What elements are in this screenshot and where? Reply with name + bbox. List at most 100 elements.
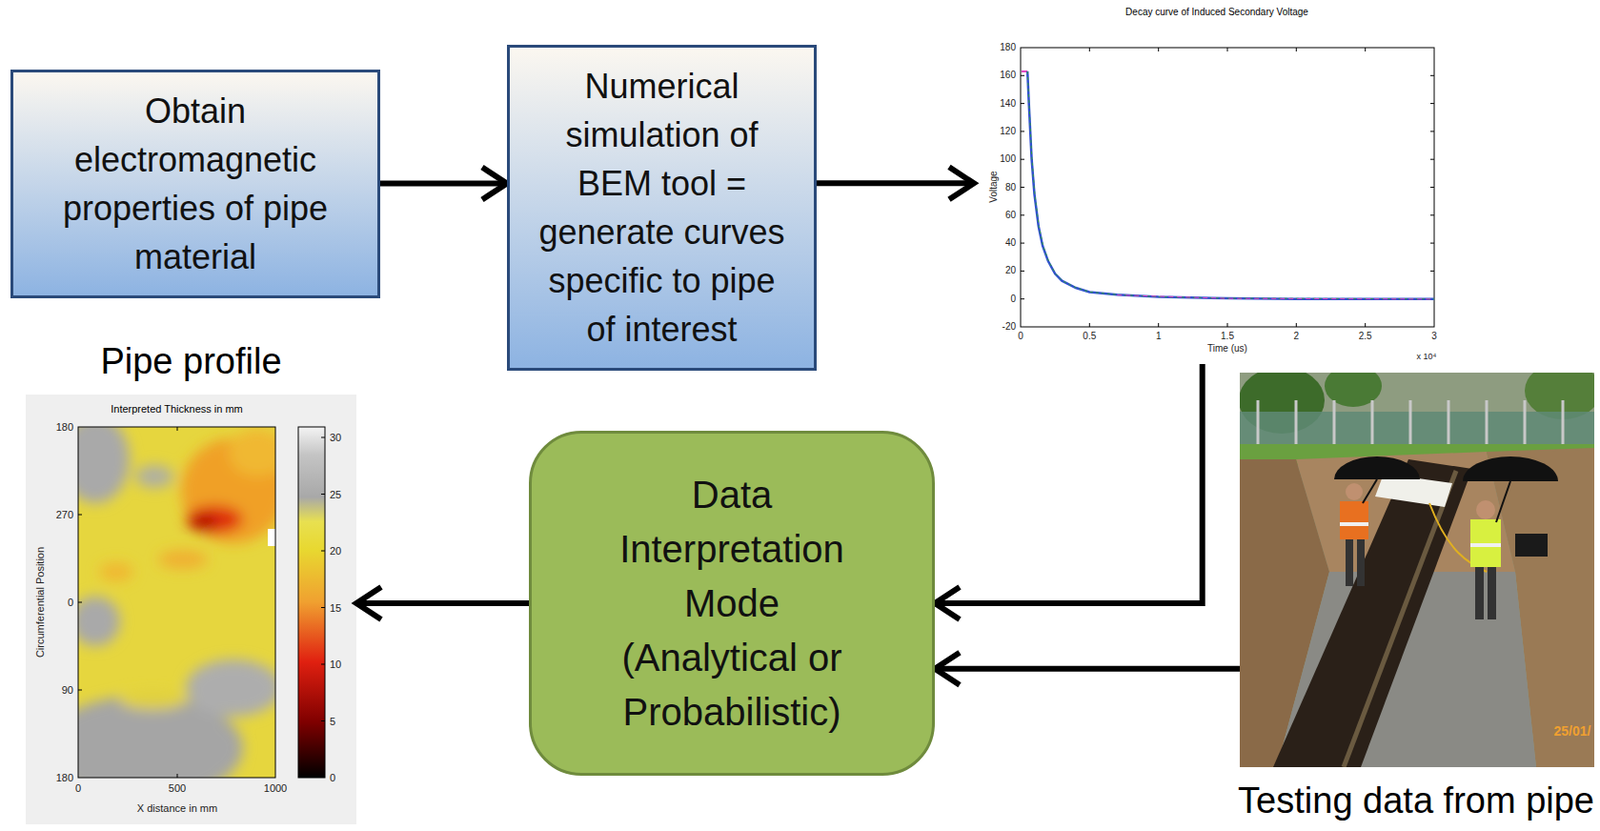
axis-label: 10: [329, 659, 342, 670]
connector-line: [816, 180, 971, 186]
axis-label: 5: [329, 715, 336, 727]
axis-label: 80: [1005, 182, 1016, 193]
fence-post: [1257, 400, 1563, 450]
axis-ticks: [1020, 47, 1435, 327]
connector-line: [938, 364, 1203, 604]
axis-label: -20: [1002, 322, 1016, 332]
axis-label: 20: [329, 546, 342, 557]
figure-caption: Testing data from pipe: [1237, 780, 1595, 823]
axis-label: 15: [329, 602, 342, 613]
text-stack: Data Interpretation Mode (Analytical or …: [607, 467, 857, 740]
pipe: [1273, 459, 1473, 768]
connector-line: [938, 666, 1240, 672]
thickness-map: [25, 394, 357, 825]
plot-frame: [1020, 47, 1435, 327]
umbrella: [1334, 456, 1420, 480]
axis-label: 160: [999, 70, 1016, 81]
process-box: Obtain electromagnetic properties of pip…: [10, 69, 381, 299]
arrow-head: [949, 166, 974, 200]
color-bar: [298, 426, 325, 778]
axis-label: 0: [329, 772, 336, 784]
arrow-head: [356, 587, 382, 620]
worker-head: [1476, 500, 1496, 520]
axis-label: 30: [329, 432, 342, 444]
no-data-notch: [267, 528, 276, 547]
axis-label: 1.5: [1220, 331, 1235, 342]
fence: [1239, 411, 1595, 448]
axis-label: 2.5: [1358, 331, 1373, 342]
axis-label: 180: [56, 772, 74, 784]
test-equipment: [1515, 533, 1548, 557]
heat-blob: [78, 596, 121, 647]
site-photo: [1239, 372, 1595, 768]
arrow-head: [934, 587, 960, 620]
axis-label: 20: [1005, 265, 1016, 276]
flow-arrow: [816, 166, 974, 200]
figure-heading: Pipe profile: [25, 341, 357, 384]
worker-leg: [1487, 562, 1497, 620]
axis-label: 140: [999, 99, 1016, 109]
axis-label: X distance in mm: [137, 803, 218, 814]
axis-label: x 10⁴: [1417, 352, 1438, 362]
heat-blob: [135, 465, 174, 488]
plot-frame: [78, 426, 276, 778]
axis-label: 500: [168, 783, 186, 794]
axis-label: 180: [56, 422, 74, 433]
axis-label: 3: [1431, 331, 1438, 342]
heat-blob: [158, 549, 208, 569]
arrow-head: [934, 652, 960, 686]
flow-arrow: [356, 587, 529, 620]
chart-title: Decay curve of Induced Secondary Voltage: [973, 6, 1460, 19]
axis-label: 100: [999, 154, 1016, 164]
axis-label: Time (us): [1207, 344, 1248, 354]
text-stack: Numerical simulation of BEM tool = gener…: [531, 61, 793, 354]
photo-figure: Testing data from pipe: [1239, 372, 1595, 768]
axis-ticks: [78, 426, 178, 778]
worker-vest: [1339, 501, 1369, 540]
text-stack: Obtain electromagnetic properties of pip…: [46, 86, 345, 282]
axis-label: 120: [999, 126, 1016, 137]
process-box: Numerical simulation of BEM tool = gener…: [506, 44, 817, 371]
flow-arrow: [934, 652, 1240, 686]
connector-line: [360, 600, 529, 607]
worker-leg: [1475, 562, 1484, 620]
heat-blob: [185, 659, 276, 717]
heat-blob: [190, 514, 218, 530]
axis-label: 25/01/: [1554, 724, 1592, 738]
worker-head: [1345, 483, 1363, 501]
axis-label: 1: [1155, 331, 1162, 342]
axis-label: 25: [329, 488, 342, 500]
axis-label: 1000: [263, 783, 287, 794]
axis-label: 0.5: [1082, 331, 1096, 342]
worker-leg: [1356, 533, 1365, 587]
flow-arrow: [380, 167, 507, 201]
heat-blob: [99, 562, 134, 582]
umbrella: [1462, 456, 1559, 482]
axis-label: 40: [1005, 238, 1016, 248]
axis-label: 0: [75, 783, 82, 794]
heat-blob: [228, 428, 276, 477]
flow-arrow: [934, 364, 1203, 620]
node-text: Data Interpretation Mode (Analytical or …: [607, 467, 857, 740]
axis-label: 0: [67, 597, 74, 608]
axis-label: Voltage: [989, 170, 999, 203]
node-text: Numerical simulation of BEM tool = gener…: [531, 61, 793, 354]
mode-box: Data Interpretation Mode (Analytical or …: [528, 430, 935, 776]
heat-blob: [78, 426, 130, 504]
map-figure: Pipe profileInterpreted Thickness in mm: [25, 394, 357, 825]
photo-ground: [1239, 372, 1595, 768]
axis-label: 0: [1017, 331, 1024, 342]
worker-leg: [1345, 533, 1354, 587]
decay-chart: [1020, 47, 1435, 327]
axis-label: Circumferential Position: [35, 546, 46, 658]
figure-panel: [25, 394, 357, 825]
connector-line: [380, 181, 504, 187]
arrow-head: [482, 167, 507, 201]
node-text: Obtain electromagnetic properties of pip…: [46, 86, 345, 282]
axis-label: 180: [999, 42, 1016, 53]
chart-figure: Decay curve of Induced Secondary Voltage: [973, 3, 1460, 365]
axis-label: 270: [56, 509, 74, 521]
worker-vest: [1470, 519, 1501, 568]
heat-blob: [119, 690, 186, 710]
